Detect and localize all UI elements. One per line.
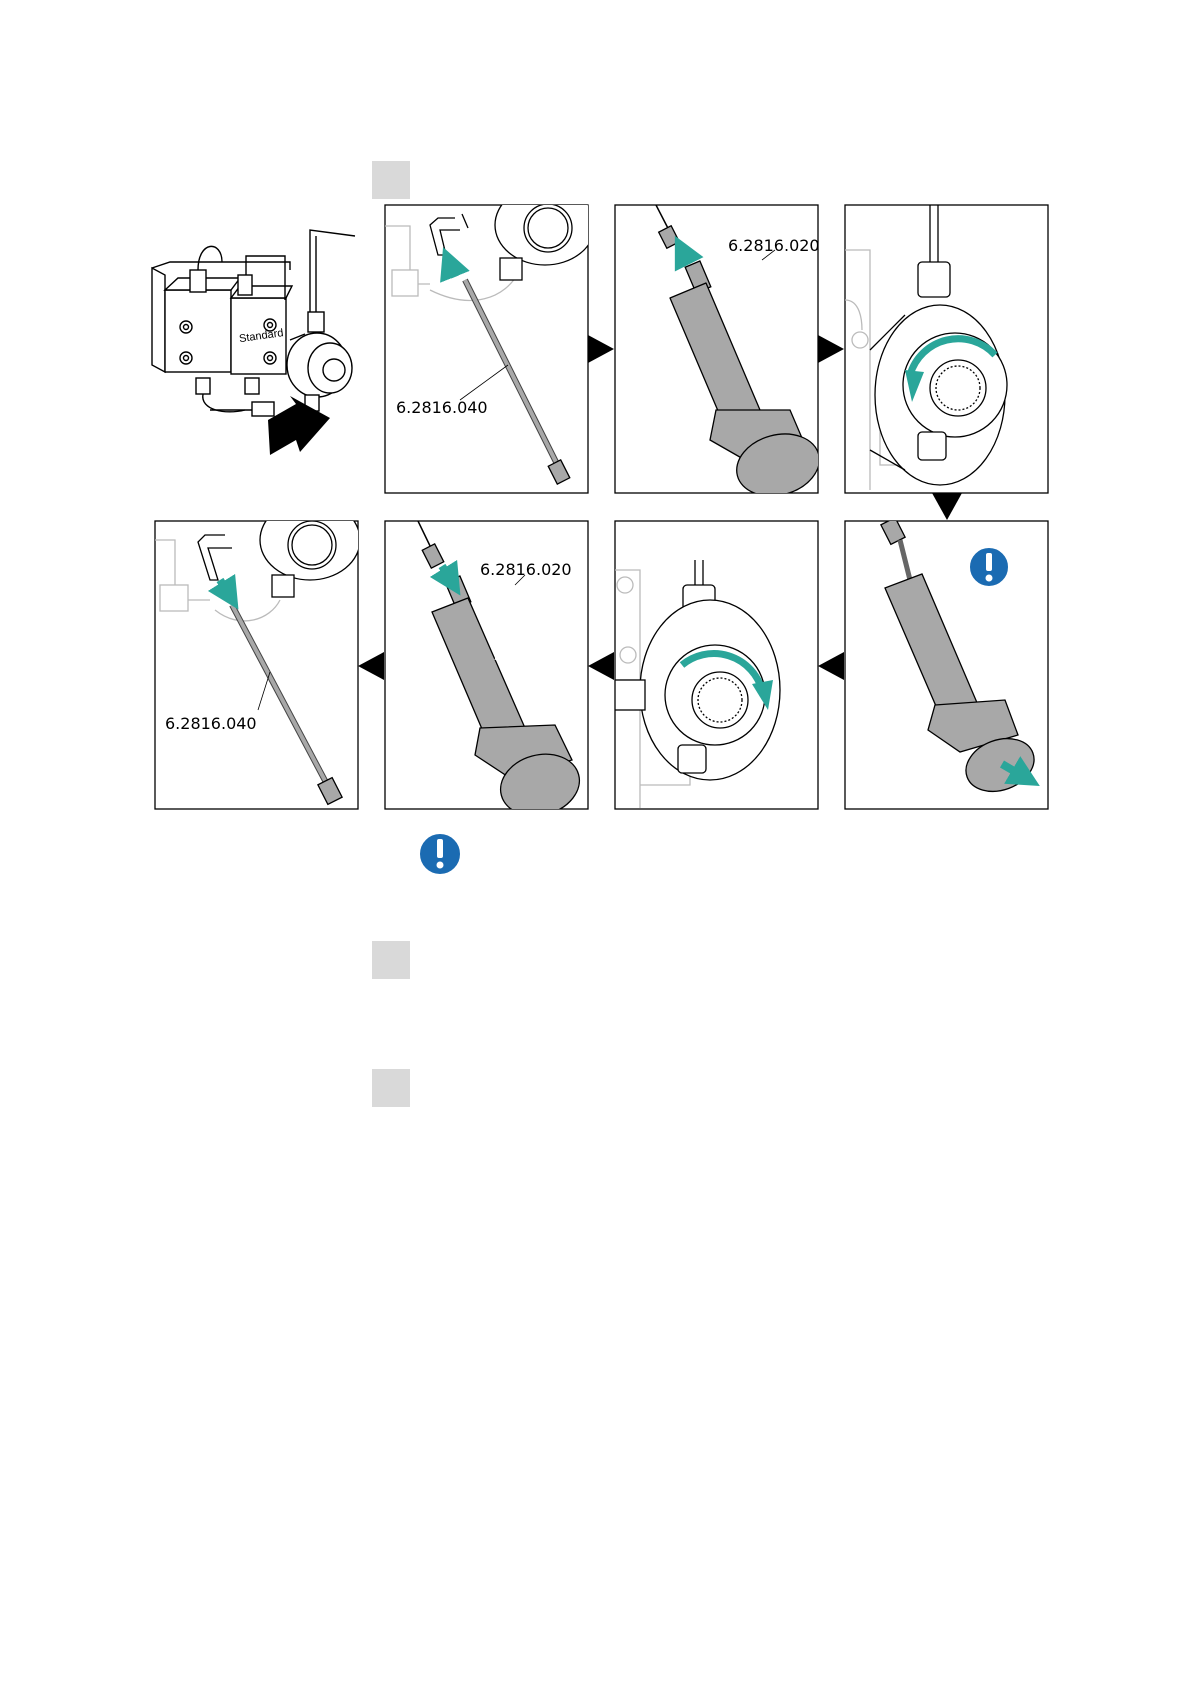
flow-arrow-right-2 [818,335,844,363]
panel-3-illustration [845,205,1007,490]
notice-exclamation-icon [969,547,1009,587]
panel-7-illustration [155,500,360,804]
overview-device-illustration [152,230,355,416]
flow-arrow-down [932,493,962,520]
notice-exclamation-icon [419,833,461,875]
panel-7-part-number: 6.2816.040 [165,714,257,733]
insert-arrow-icon [268,396,330,455]
panel-1-part-number: 6.2816.040 [396,398,488,417]
panel-1-illustration [385,185,595,484]
panel-6-part-number: 6.2816.020 [480,560,572,579]
flow-arrow-left-1 [818,652,844,680]
flow-arrow-left-3 [358,652,384,680]
flow-arrow-right-1 [588,335,614,363]
panel-2-part-number: 6.2816.020 [728,236,820,255]
panel-4-illustration [881,518,1042,801]
flow-arrow-left-2 [588,652,614,680]
panel-5-illustration [615,560,780,808]
